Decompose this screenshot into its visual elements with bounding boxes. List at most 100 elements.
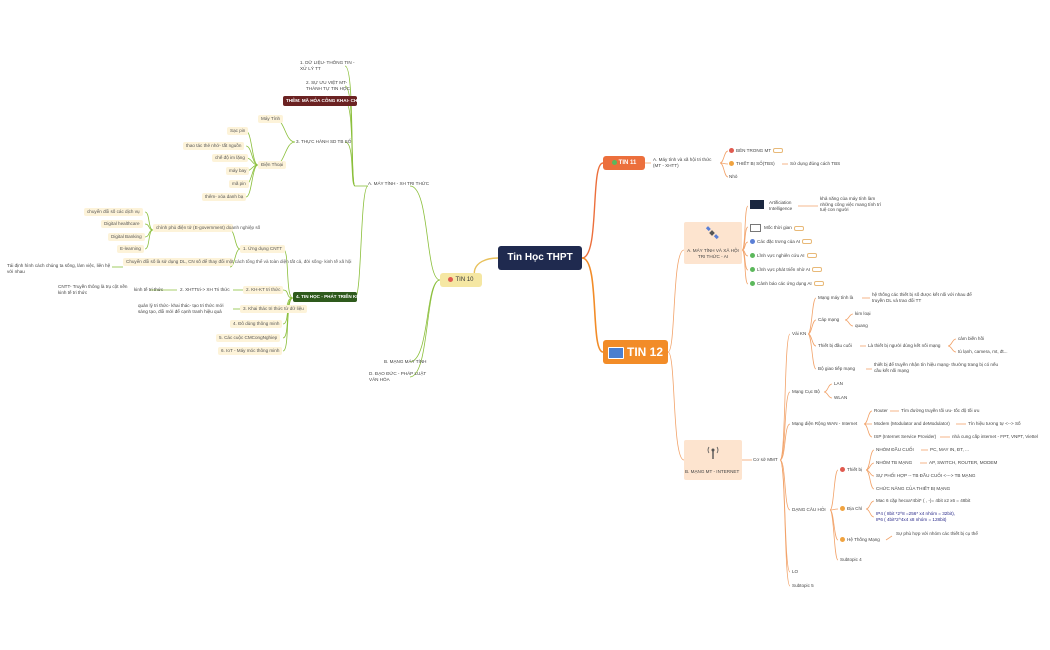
note-icon	[813, 281, 824, 287]
four-item-4[interactable]: 4. Đô dùng thông minh	[230, 320, 283, 328]
phone-item[interactable]: máy bay	[226, 167, 250, 175]
nhomtbmang[interactable]: NHÓM TB MẠNG	[876, 460, 913, 465]
tin10-a-item-1[interactable]: 1. DỮ LIỆU- THÔNG TIN - XỬ LÝ TT	[300, 60, 355, 71]
priority-1-icon	[729, 148, 734, 154]
lo[interactable]: LO	[792, 569, 799, 574]
bgt-desc[interactable]: thiết bị để truyền nhận tín hiệu mạng- t…	[874, 362, 999, 373]
dangcauhoi[interactable]: DẠNG CÂU HỎI	[792, 507, 826, 512]
egov-item[interactable]: chuyển đổi số các dịch vụ	[84, 208, 143, 216]
tbdc-desc[interactable]: Là thiết bị người dùng kết nối mạng	[868, 343, 941, 348]
capmang[interactable]: Cáp mạng	[818, 317, 840, 322]
nhomdaucuoi[interactable]: NHÓM ĐẦU CUỐI	[876, 447, 914, 452]
egov-node[interactable]: chính phủ điện tử (E-government) doanh n…	[153, 224, 260, 232]
hethongmang[interactable]: Hệ Thống Mạng	[840, 537, 880, 543]
isp[interactable]: ISP (Internet Service Provider)	[874, 434, 937, 439]
tbs-detail[interactable]: Sử dụng đúng cách TBS	[790, 161, 841, 166]
tin10-node[interactable]: TIN 10	[440, 273, 482, 287]
vaikn[interactable]: Vài KN	[792, 331, 807, 336]
bogiaotiep[interactable]: Bộ giao tiếp mạng	[818, 366, 856, 371]
ip6[interactable]: IP6 ( 4bit*2^4x4 x8 nhóm = 128bit)	[876, 517, 947, 522]
four-item-5[interactable]: 5. Các cuộc CMCongNghiep	[216, 334, 281, 342]
egov-item[interactable]: E-learning	[117, 245, 144, 253]
nhomdaucuoi-desc[interactable]: PC, MAY IN, ĐT, ...	[930, 447, 969, 452]
ai-item-4[interactable]: Lĩnh vực phát triển nhờ AI	[750, 267, 823, 273]
tin10-label: TIN 10	[455, 277, 474, 283]
chuyendoi-node[interactable]: Chuyển đổi số là sử dụng DL, CN số để th…	[123, 258, 351, 266]
tin10-d-label[interactable]: D. ĐẠO ĐỨC - PHÁP LUẬT VĂN HÓA	[369, 371, 427, 382]
tin10-four-node[interactable]: 4. TIN HỌC - PHÁT TRIỂN KINH TẾ- XÃ HỘI	[293, 292, 390, 302]
root-title: Tin Học THPT	[507, 252, 573, 263]
kimloai[interactable]: kim loại	[855, 311, 871, 316]
note-icon	[802, 239, 813, 245]
calendar-icon	[750, 224, 761, 232]
cntt-label[interactable]: CNTT- Truyền thông là trụ cột nền kinh t…	[58, 284, 128, 295]
quang[interactable]: quang	[855, 323, 868, 328]
chucnang[interactable]: CHỨC NĂNG CỦA THIẾT BỊ MẠNG	[876, 486, 951, 491]
mangcucbo[interactable]: Mạng Cục Bộ	[792, 389, 820, 394]
suphoihop[interactable]: SỰ PHỐI HỢP -- TB ĐẦU CUỐI <---> TB MẠNG	[876, 473, 976, 478]
thietbidaucuoi[interactable]: Thiết bị đầu cuối	[818, 343, 852, 348]
mangmay-desc[interactable]: hệ thống các thiết bị số được kết nối vớ…	[872, 292, 972, 303]
tin12-a-node[interactable]: A. MÁY TÍNH VÀ XÃ HỘI TRI THỨC - AI	[684, 222, 742, 264]
phone-item[interactable]: Sạc pin	[227, 127, 249, 135]
lan[interactable]: LAN	[834, 381, 843, 386]
modem-desc[interactable]: Tín hiệu tương tự <--> Số	[968, 421, 1021, 426]
ip4[interactable]: IP4 ( 8bit *2^8 =256* x4 nhóm = 32bit),	[876, 511, 956, 516]
ai-item-2[interactable]: Các đặc trưng của AI	[750, 239, 813, 245]
tin11-item-1[interactable]: BÊN TRONG MT	[729, 148, 784, 154]
ai-item-5[interactable]: Cảnh báo các ứng dụng AI	[750, 281, 824, 287]
phone-item[interactable]: thao tác thẻ nhớ- tắt nguồn	[183, 142, 245, 150]
tin11-a-label[interactable]: A. Máy tính và xã hội tri thức (MT - XHT…	[653, 157, 712, 168]
diachi[interactable]: Địa Chỉ	[840, 506, 862, 512]
router-desc[interactable]: Tìm đường truyền tối ưu- tốc độ tối ưu	[901, 408, 980, 413]
isp-desc[interactable]: nhà cung cấp internet - FPT, VNPT, Viett…	[952, 434, 1038, 439]
four-item-3[interactable]: 3. Khai thác tri thức từ dữ liệu	[240, 305, 307, 313]
htm-desc[interactable]: Sự phù hợp với nhóm các thiết bị cụ thể	[896, 531, 978, 536]
ai-label[interactable]: Artificiation Intelligence	[769, 200, 793, 211]
tin10-b-label[interactable]: B. MẠNG MÁY TÍNH	[384, 359, 427, 364]
thietbi[interactable]: Thiết bị	[840, 467, 862, 473]
kinhte-label[interactable]: kinh tế tri thức	[134, 287, 164, 292]
tin10-a-item-3[interactable]: 3. THỰC HÀNH SD TB SỐ	[296, 139, 352, 144]
tin11-item-2[interactable]: THIẾT BỊ SỐ(TBS)	[729, 161, 775, 167]
ai-item-4-label: Lĩnh vực phát triển nhờ AI	[757, 267, 811, 272]
phone-item[interactable]: chế độ im lặng	[212, 154, 248, 162]
mangdienrong[interactable]: Mạng diện Rộng WAN - Internet	[792, 421, 858, 426]
phone-item[interactable]: thêm- xóa danh bạ	[202, 193, 247, 201]
router[interactable]: Router	[874, 408, 888, 413]
egov-item[interactable]: Digital Banking	[108, 233, 145, 241]
xhtt-label[interactable]: 2. XHTTtri-> XH Tri thức	[180, 287, 230, 292]
dienthoai-node[interactable]: Điện Thoại	[258, 161, 287, 169]
blockchain-node[interactable]: THÊM: MÃ HÓA CÔNG KHAI- CHUỖI KHỐI (BLOC…	[283, 96, 413, 106]
four-item-6[interactable]: 6. IoT - Máy móc thông minh	[218, 347, 283, 355]
ai-item-3-label: Lĩnh vực nghiên cứu AI	[757, 253, 805, 258]
ai-item-1[interactable]: Mốc thời gian	[750, 224, 804, 232]
nhomtbmang-desc[interactable]: AP, SWITCH, ROUTER, MODEM	[929, 460, 998, 465]
maytinh-node[interactable]: Máy Tính	[258, 115, 284, 123]
phone-item[interactable]: mã pin	[229, 180, 249, 188]
modem[interactable]: Modem (Modulator and deModulator)	[874, 421, 950, 426]
tin10-a-item-2[interactable]: 2. SỰ ƯU VIỆT MT- THÀNH TỰ TIN HỌC	[306, 80, 350, 91]
khaithac-label[interactable]: quản lý tri thức- khai thác- tạo tri thứ…	[138, 303, 224, 314]
cambien[interactable]: cảm biến hồi	[958, 336, 985, 341]
ai-item-3[interactable]: Lĩnh vực nghiên cứu AI	[750, 253, 817, 259]
mac[interactable]: Mac 6 cặp hecxa*4bit* ( , -)= 4bit x2 x6…	[876, 498, 971, 503]
four-item-1[interactable]: 1. Ứng dụng CNTT	[240, 245, 286, 253]
ai-node[interactable]	[750, 200, 768, 209]
cosomm[interactable]: Cơ sở MMT	[753, 457, 778, 462]
tin12-b-node[interactable]: B. MẠNG MT - INTERNET	[684, 440, 742, 480]
egov-item[interactable]: Digital healthcare	[101, 220, 143, 228]
ai-desc[interactable]: khả năng của máy tính làm những công việ…	[820, 196, 882, 213]
tin11-item-3[interactable]: Nhỏ	[729, 174, 738, 179]
tin10-a-label[interactable]: A. MÁY TÍNH - XH TRI THỨC	[368, 181, 430, 186]
tin11-node[interactable]: TIN 11	[603, 156, 645, 170]
four-item-2[interactable]: 2. KH-KT tri thức	[243, 286, 284, 294]
subtopic4[interactable]: Subtopic 4	[840, 557, 862, 562]
mangmay[interactable]: Mạng máy tính là	[818, 295, 854, 300]
tin12-node[interactable]: TIN 12	[603, 340, 668, 364]
root-node[interactable]: Tin Học THPT	[498, 246, 582, 270]
tulanh[interactable]: tủ lạnh, camera, mt, đt...	[958, 349, 1008, 354]
chuyendoi-left[interactable]: Tái định hình cách chúng ta sống, làm vi…	[7, 263, 111, 274]
wlan[interactable]: WLAN	[834, 395, 848, 400]
subtopic5[interactable]: Subtopic 5	[792, 583, 814, 588]
